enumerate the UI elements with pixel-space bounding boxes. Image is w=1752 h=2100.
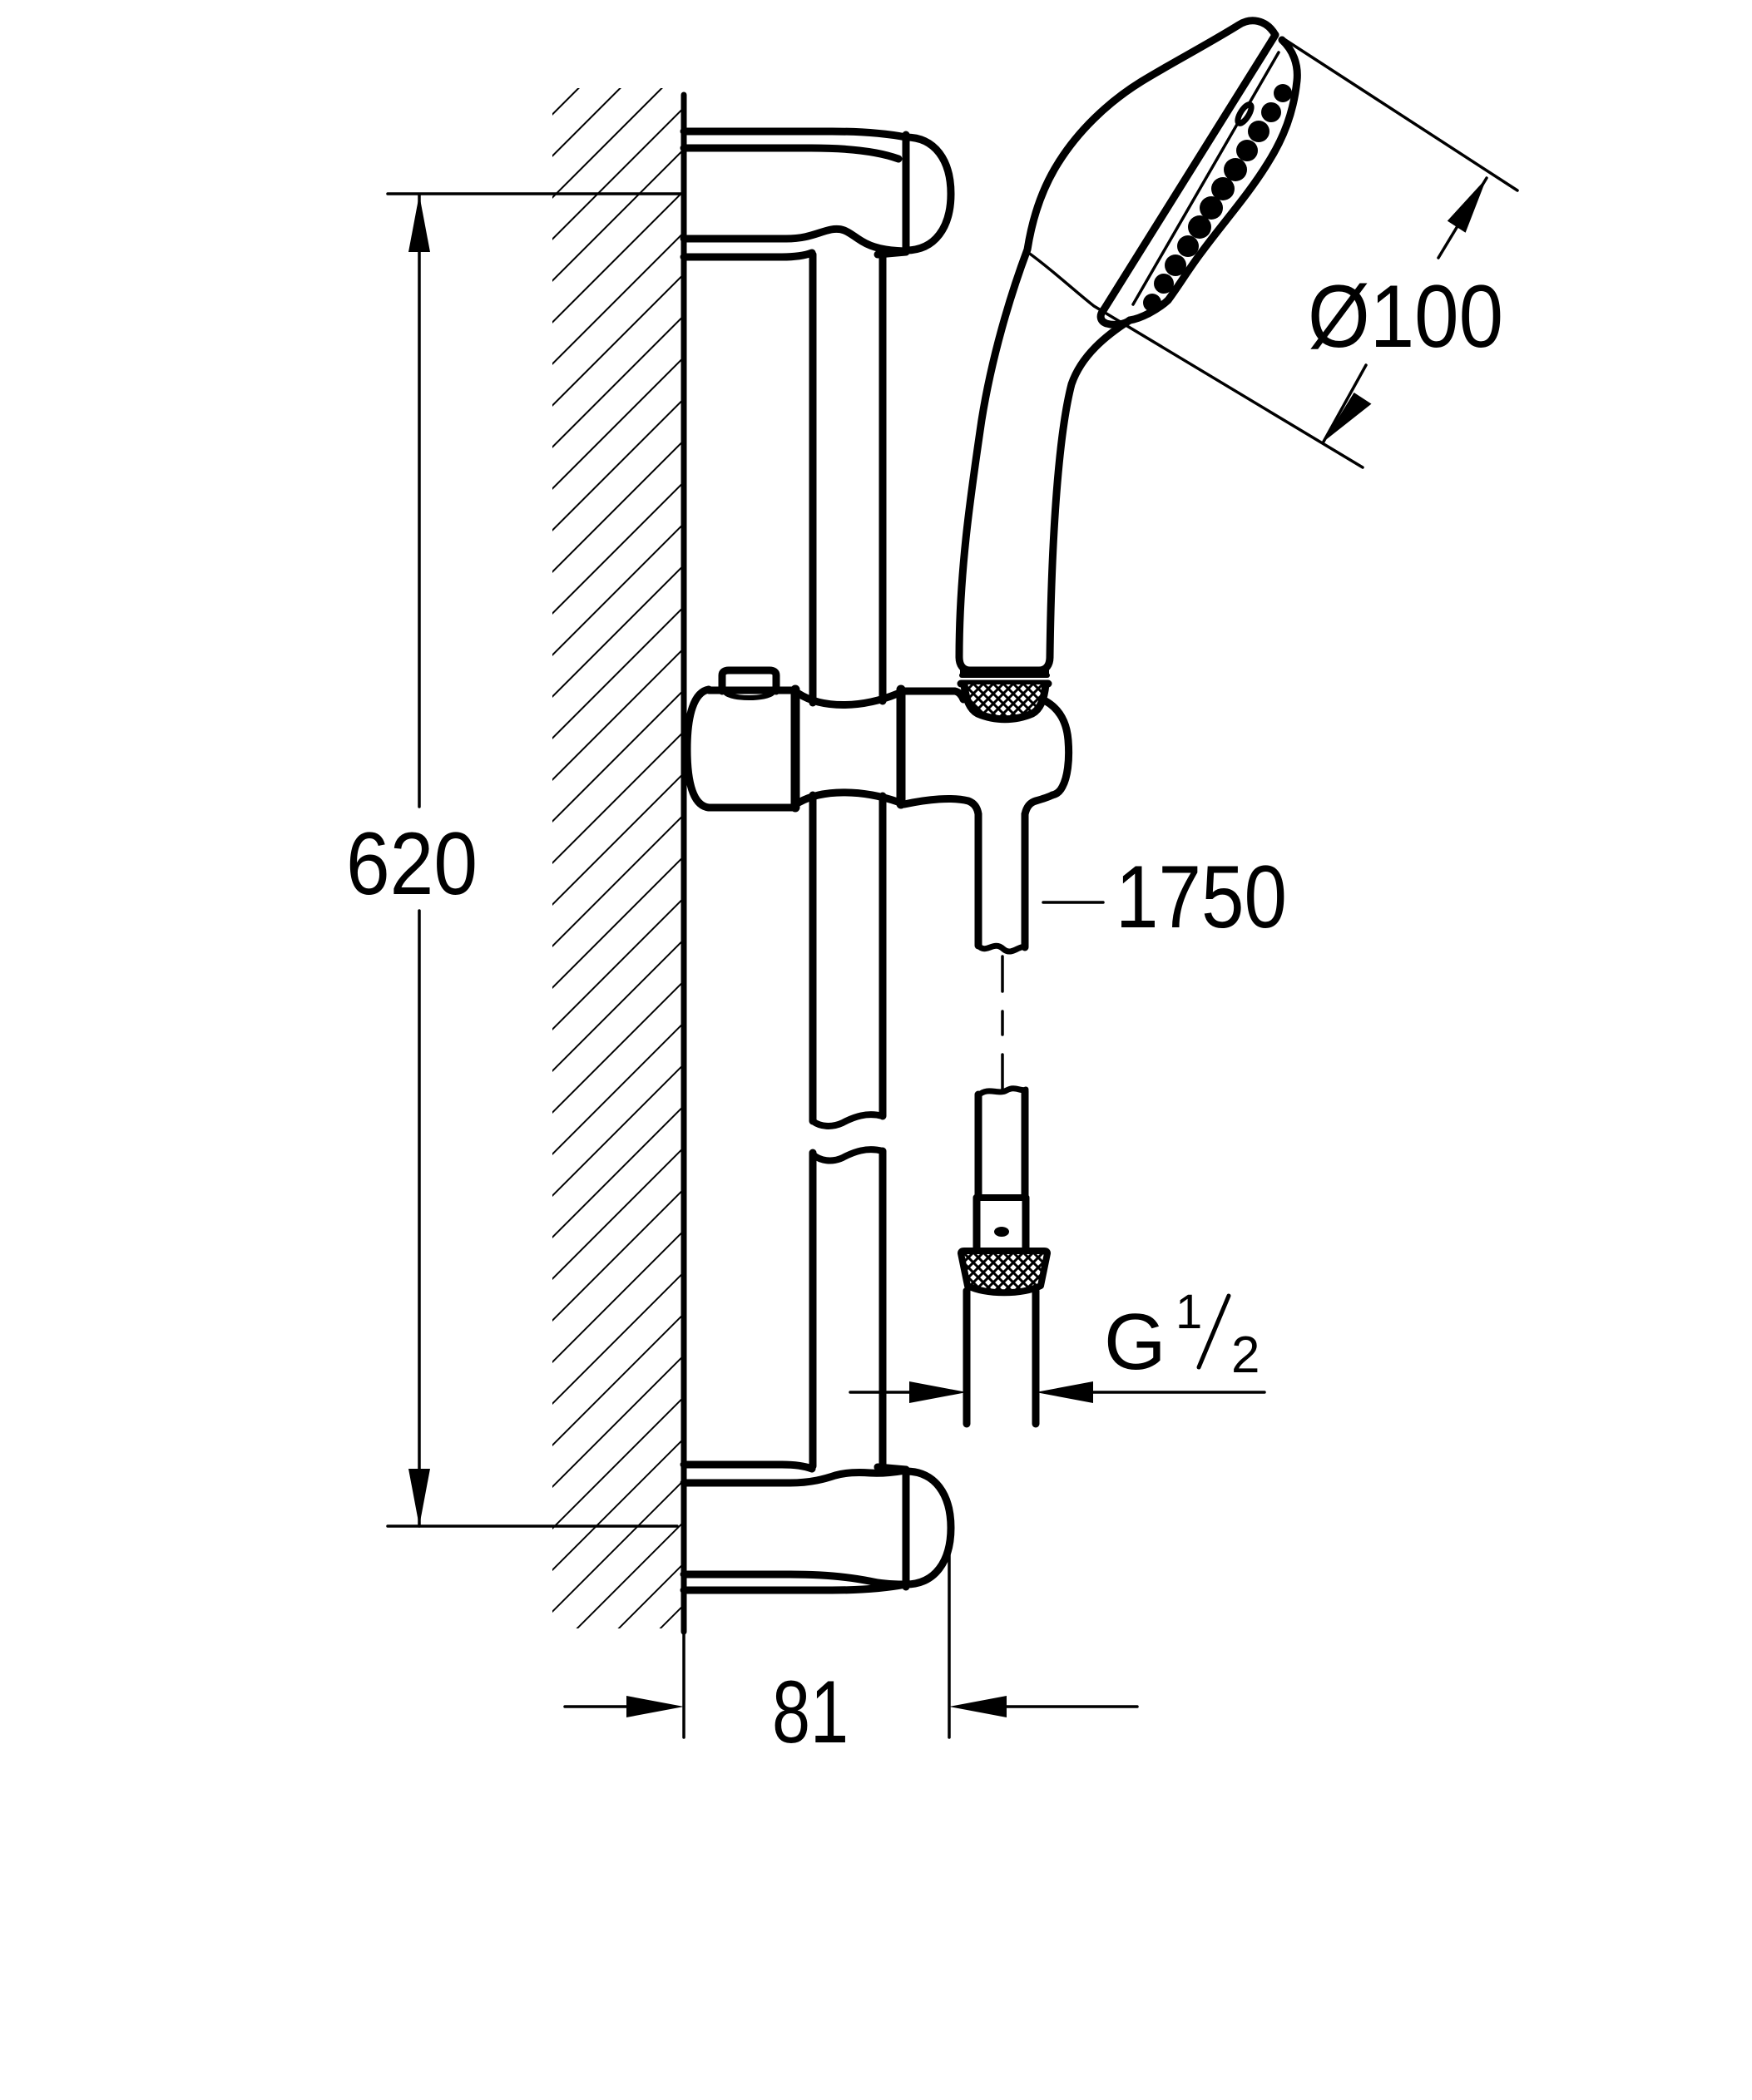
svg-text:81: 81: [772, 1662, 849, 1762]
svg-text:2: 2: [1231, 1327, 1260, 1384]
svg-text:620: 620: [346, 813, 478, 913]
svg-text:G: G: [1104, 1297, 1166, 1386]
svg-text:Ø100: Ø100: [1308, 266, 1503, 366]
svg-text:1: 1: [1175, 1285, 1202, 1339]
svg-text:1750: 1750: [1116, 847, 1287, 946]
